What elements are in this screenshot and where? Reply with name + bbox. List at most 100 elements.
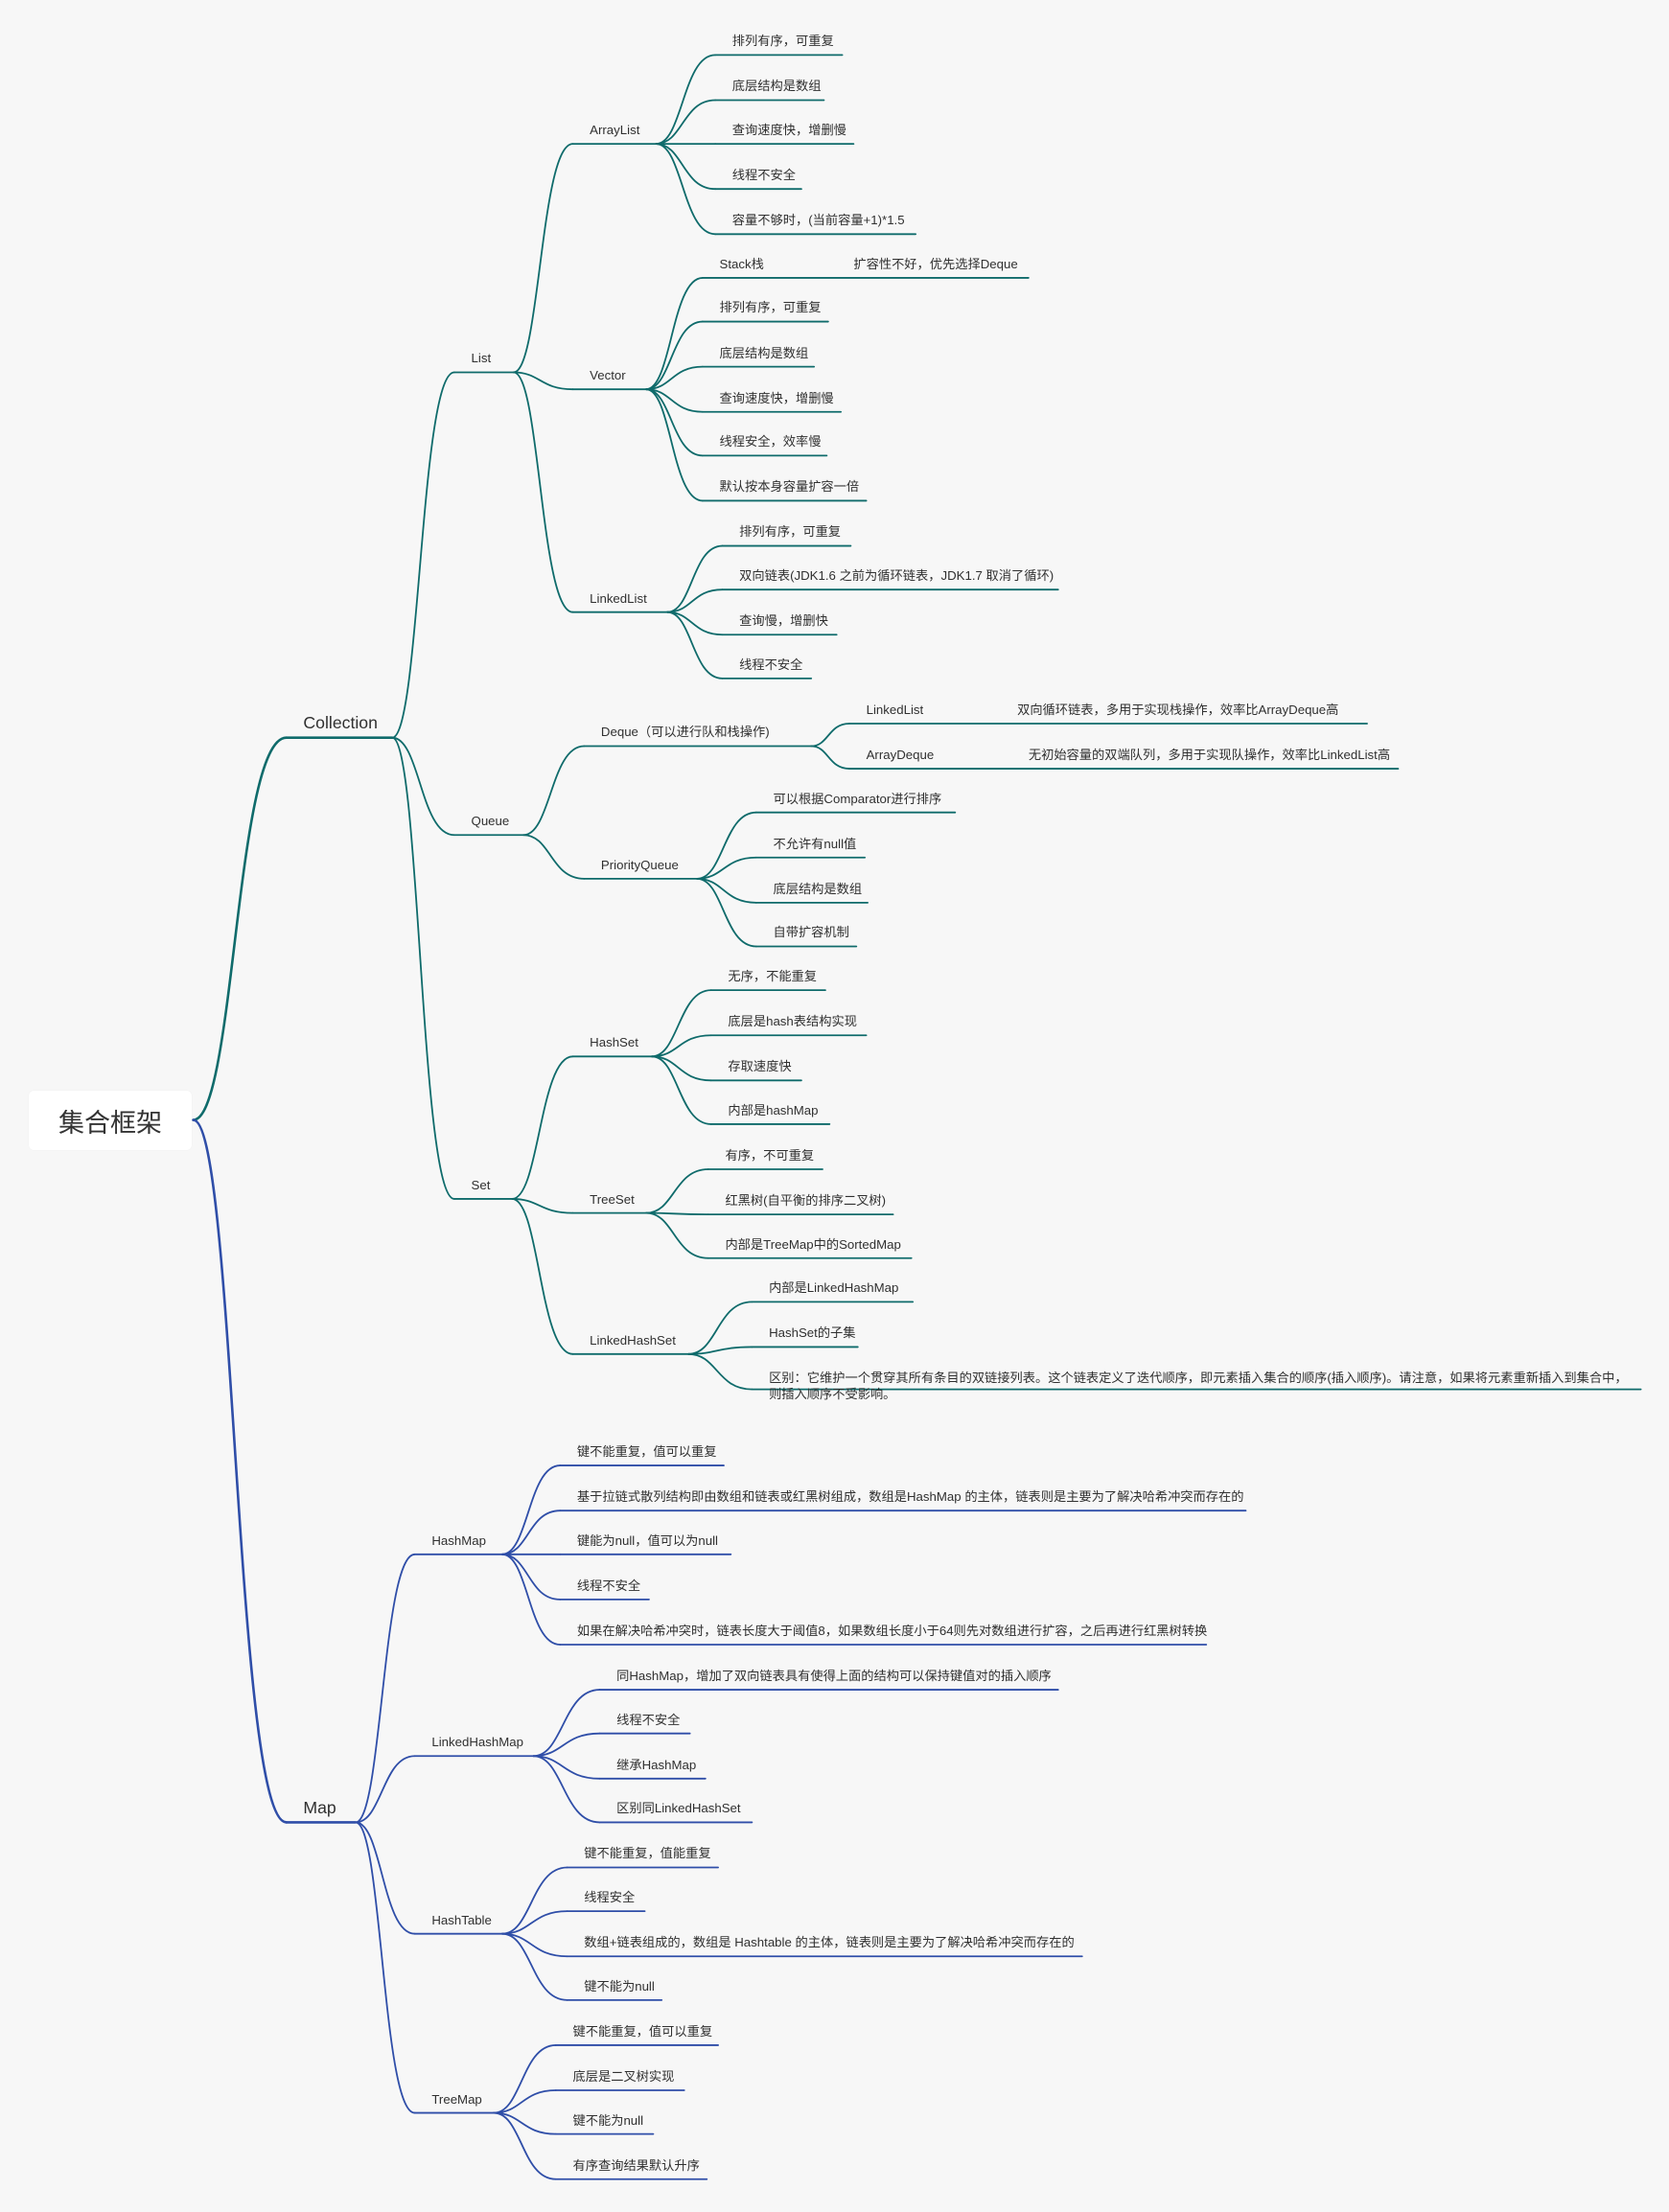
node-dq-ll[interactable]: LinkedList <box>866 702 924 717</box>
node-ts-1[interactable]: 有序，不可重复 <box>725 1147 815 1163</box>
connector-set <box>391 736 455 1200</box>
node-al-4[interactable]: 线程不安全 <box>731 168 796 183</box>
node-hm-3[interactable]: 键能为null，值可以为null <box>576 1532 718 1548</box>
node-hm-1[interactable]: 键不能重复，值可以重复 <box>576 1444 717 1459</box>
connector-lhm_1 <box>532 1689 601 1758</box>
node-v-2[interactable]: 排列有序，可重复 <box>719 300 822 315</box>
node-tm-2[interactable]: 底层是二叉树实现 <box>572 2068 675 2084</box>
node-hs-1[interactable]: 无序，不能重复 <box>728 969 818 984</box>
node-treeset[interactable]: TreeSet <box>590 1191 635 1207</box>
node-hs-3[interactable]: 存取速度快 <box>728 1059 792 1074</box>
node-ht-2[interactable]: 线程安全 <box>584 1890 636 1905</box>
node-v-5[interactable]: 线程安全，效率慢 <box>719 434 822 449</box>
note-dq-ad-note[interactable]: 无初始容量的双端队列，多用于实现队操作，效率比LinkedList高 <box>1028 747 1391 762</box>
node-lhm-3[interactable]: 继承HashMap <box>616 1757 697 1772</box>
node-ts-3[interactable]: 内部是TreeMap中的SortedMap <box>725 1236 901 1252</box>
connector-tm_4 <box>493 2111 557 2180</box>
connector-lhm_2 <box>532 1732 601 1758</box>
node-hm-4[interactable]: 线程不安全 <box>576 1578 641 1593</box>
connector-hm_4 <box>501 1553 562 1601</box>
node-v-4[interactable]: 查询速度快，增删慢 <box>719 390 834 405</box>
node-ht-4[interactable]: 键不能为null <box>584 1978 655 1993</box>
node-pq[interactable]: PriorityQueue <box>600 857 679 872</box>
node-lhs-2[interactable]: HashSet的子集 <box>769 1325 856 1341</box>
node-hashmap[interactable]: HashMap <box>431 1532 486 1548</box>
node-lhm[interactable]: LinkedHashMap <box>431 1735 523 1750</box>
node-lhs-1[interactable]: 内部是LinkedHashMap <box>769 1280 899 1296</box>
connector-tm_1 <box>493 2044 557 2114</box>
node-set[interactable]: Set <box>471 1177 491 1192</box>
node-lhm-1[interactable]: 同HashMap，增加了双向链表具有使得上面的结构可以保持键值对的插入顺序 <box>616 1669 1052 1683</box>
node-tm-1[interactable]: 键不能重复，值可以重复 <box>572 2023 713 2039</box>
node-map[interactable]: Map <box>303 1797 336 1817</box>
node-collection[interactable]: Collection <box>303 713 378 733</box>
connector-lhs_1 <box>687 1301 753 1355</box>
connector-v_6 <box>645 388 704 502</box>
node-deque[interactable]: Deque（可以进行队和栈操作) <box>600 725 770 740</box>
node-ll-1[interactable]: 排列有序，可重复 <box>739 524 842 540</box>
node-hs-2[interactable]: 底层是hash表结构实现 <box>728 1014 857 1029</box>
node-list[interactable]: List <box>471 351 492 366</box>
connector-hm_2 <box>501 1509 562 1555</box>
node-ll-2[interactable]: 双向链表(JDK1.6 之前为循环链表，JDK1.7 取消了循环) <box>739 568 1055 584</box>
node-hs-4[interactable]: 内部是hashMap <box>728 1102 819 1118</box>
connector-ll_4 <box>666 611 724 680</box>
node-lhm-2[interactable]: 线程不安全 <box>616 1712 681 1727</box>
node-dq-ad[interactable]: ArrayDeque <box>866 747 935 762</box>
connector-ht_4 <box>501 1932 568 2001</box>
node-queue[interactable]: Queue <box>471 814 510 829</box>
connector-lhm_4 <box>532 1755 601 1824</box>
connector-v_stack <box>645 277 704 391</box>
node-linkedlist[interactable]: LinkedList <box>590 590 647 606</box>
node-lhs-3[interactable]: 区别：它维护一个贯穿其所有条目的双链接列表。这个链表定义了迭代顺序，即元素插入集… <box>769 1371 1628 1402</box>
node-arraylist[interactable]: ArrayList <box>590 123 640 138</box>
node-tm-4[interactable]: 有序查询结果默认升序 <box>572 2157 700 2173</box>
node-lhs[interactable]: LinkedHashSet <box>590 1332 676 1348</box>
connector-treeset <box>511 1198 574 1214</box>
connector-ts_2 <box>645 1211 709 1216</box>
connector-hs_1 <box>651 989 712 1058</box>
node-ll-3[interactable]: 查询慢，增删快 <box>739 613 828 629</box>
node-al-1[interactable]: 排列有序，可重复 <box>731 34 834 49</box>
node-pq-2[interactable]: 不允许有null值 <box>773 836 857 851</box>
node-vector[interactable]: Vector <box>590 368 626 383</box>
node-tm-3[interactable]: 键不能为null <box>572 2112 644 2128</box>
node-pq-1[interactable]: 可以根据Comparator进行排序 <box>773 791 942 806</box>
root-node[interactable]: 集合框架 <box>29 1091 192 1150</box>
node-hm-2[interactable]: 基于拉链式散列结构即由数组和链表或红黑树组成，数组是HashMap 的主体，链表… <box>576 1489 1244 1505</box>
node-hashset[interactable]: HashSet <box>590 1035 638 1050</box>
connector-pq_2 <box>696 856 757 880</box>
connector-dq_ll <box>810 723 850 748</box>
node-al-3[interactable]: 查询速度快，增删慢 <box>731 123 846 138</box>
node-ht-3[interactable]: 数组+链表组成的，数组是 Hashtable 的主体，链表则是主要为了解决哈希冲… <box>584 1935 1075 1950</box>
node-v-3[interactable]: 底层结构是数组 <box>719 345 809 360</box>
connector-v_4 <box>645 388 704 413</box>
connector-deque <box>522 745 586 837</box>
connector-hm_1 <box>501 1464 562 1555</box>
node-pq-4[interactable]: 自带扩容机制 <box>773 925 849 940</box>
note-v-stack-note[interactable]: 扩容性不好，优先选择Deque <box>853 256 1018 271</box>
node-hm-5[interactable]: 如果在解决哈希冲突时，链表长度大于阈值8，如果数组长度小于64则先对数组进行扩容… <box>576 1623 1208 1638</box>
node-ts-2[interactable]: 红黑树(自平衡的排序二叉树) <box>725 1193 887 1209</box>
connector-al_1 <box>655 54 717 146</box>
node-v-stack[interactable]: Stack栈 <box>719 256 764 271</box>
connector-pq_3 <box>696 877 757 904</box>
node-pq-3[interactable]: 底层结构是数组 <box>773 881 863 896</box>
connector-list <box>391 371 455 739</box>
node-al-5[interactable]: 容量不够时，(当前容量+1)*1.5 <box>731 213 905 228</box>
node-v-6[interactable]: 默认按本身容量扩容一倍 <box>719 479 860 495</box>
connector-al_4 <box>655 143 717 191</box>
connector-vector <box>512 371 574 391</box>
node-hashtable[interactable]: HashTable <box>431 1912 492 1927</box>
note-dq-ll-note[interactable]: 双向循环链表，多用于实现栈操作，效率比ArrayDeque高 <box>1017 702 1339 717</box>
connector-pq <box>522 834 586 880</box>
node-al-2[interactable]: 底层结构是数组 <box>731 79 822 94</box>
node-ht-1[interactable]: 键不能重复，值能重复 <box>584 1846 711 1861</box>
connector-ll_2 <box>666 588 724 613</box>
node-lhm-4[interactable]: 区别同LinkedHashSet <box>616 1801 741 1816</box>
node-ll-4[interactable]: 线程不安全 <box>739 657 803 672</box>
connector-hs_4 <box>651 1055 712 1125</box>
connector-ll_1 <box>666 544 724 613</box>
node-treemap[interactable]: TreeMap <box>431 2091 482 2107</box>
